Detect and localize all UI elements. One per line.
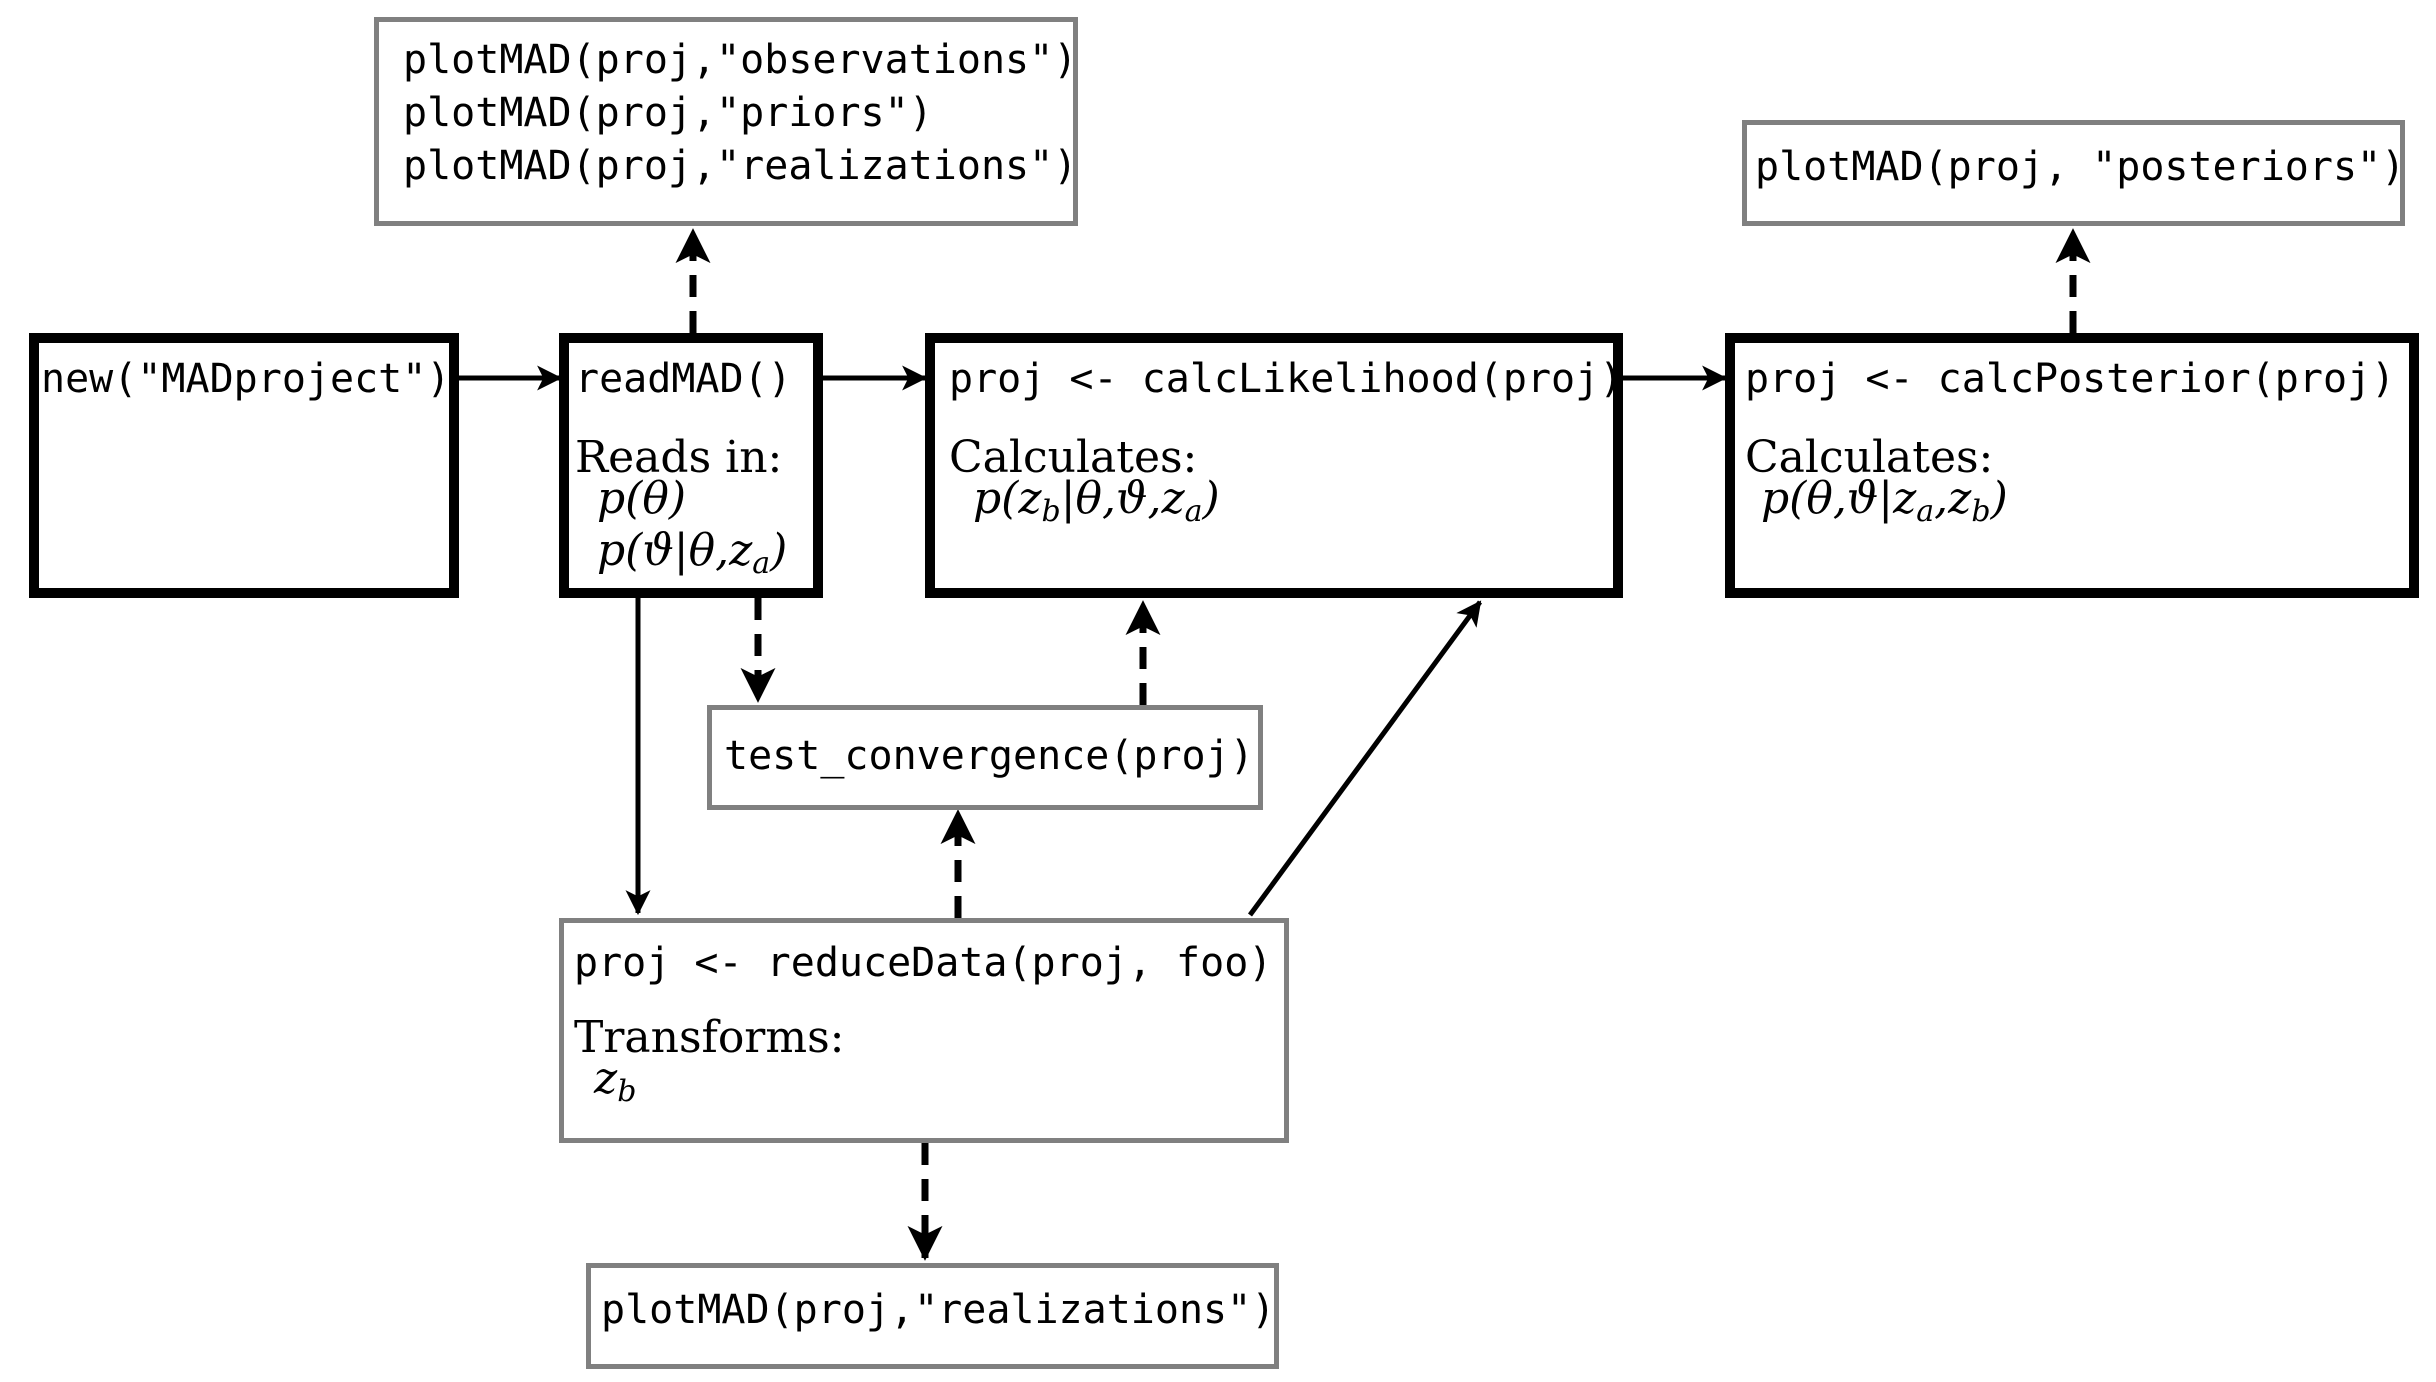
plot-observations-call: plotMAD(proj,"observations") (403, 37, 1078, 83)
reduce-data-call: proj <- reduceData(proj, foo) (574, 940, 1273, 986)
read-mad-call: readMAD() (575, 356, 792, 402)
test-convergence-box: test_convergence(proj) (707, 705, 1263, 810)
calc-likelihood-box: proj <- calcLikelihood(proj) Calculates:… (925, 333, 1623, 598)
test-convergence-call: test_convergence(proj) (724, 733, 1254, 779)
read-mad-box: readMAD() Reads in: p(θ) p(ϑ|θ,za) (559, 333, 823, 598)
read-mad-description: Reads in: (575, 432, 783, 483)
calc-likelihood-call: proj <- calcLikelihood(proj) (949, 356, 1624, 402)
prior-theta-formula: p(θ) (597, 473, 686, 524)
posterior-formula: p(θ,ϑ|za,zb) (1761, 473, 2008, 529)
plot-realizations-box: plotMAD(proj,"realizations") (586, 1263, 1279, 1369)
plot-realizations-bottom-call: plotMAD(proj,"realizations") (601, 1287, 1276, 1333)
new-project-box: new("MADproject") (29, 333, 459, 598)
plot-posteriors-box: plotMAD(proj, "posteriors") (1742, 120, 2405, 226)
plot-realizations-call: plotMAD(proj,"realizations") (403, 143, 1078, 189)
new-project-call: new("MADproject") (41, 356, 451, 402)
calc-posterior-description: Calculates: (1745, 432, 1994, 483)
likelihood-formula: p(zb|θ,ϑ,za) (973, 473, 1220, 529)
transformed-data-formula: zb (594, 1053, 637, 1109)
plot-functions-box: plotMAD(proj,"observations") plotMAD(pro… (374, 17, 1078, 226)
calc-likelihood-description: Calculates: (949, 432, 1198, 483)
plot-posteriors-call: plotMAD(proj, "posteriors") (1755, 144, 2406, 190)
calc-posterior-call: proj <- calcPosterior(proj) (1745, 356, 2396, 402)
prior-vartheta-formula: p(ϑ|θ,za) (597, 525, 788, 581)
calc-posterior-box: proj <- calcPosterior(proj) Calculates: … (1725, 333, 2419, 598)
plot-priors-call: plotMAD(proj,"priors") (403, 90, 933, 136)
reduce-data-description: Transforms: (574, 1012, 845, 1063)
reduce-data-box: proj <- reduceData(proj, foo) Transforms… (559, 918, 1289, 1143)
arrow-reducedata-to-likelihood (1247, 600, 1483, 917)
